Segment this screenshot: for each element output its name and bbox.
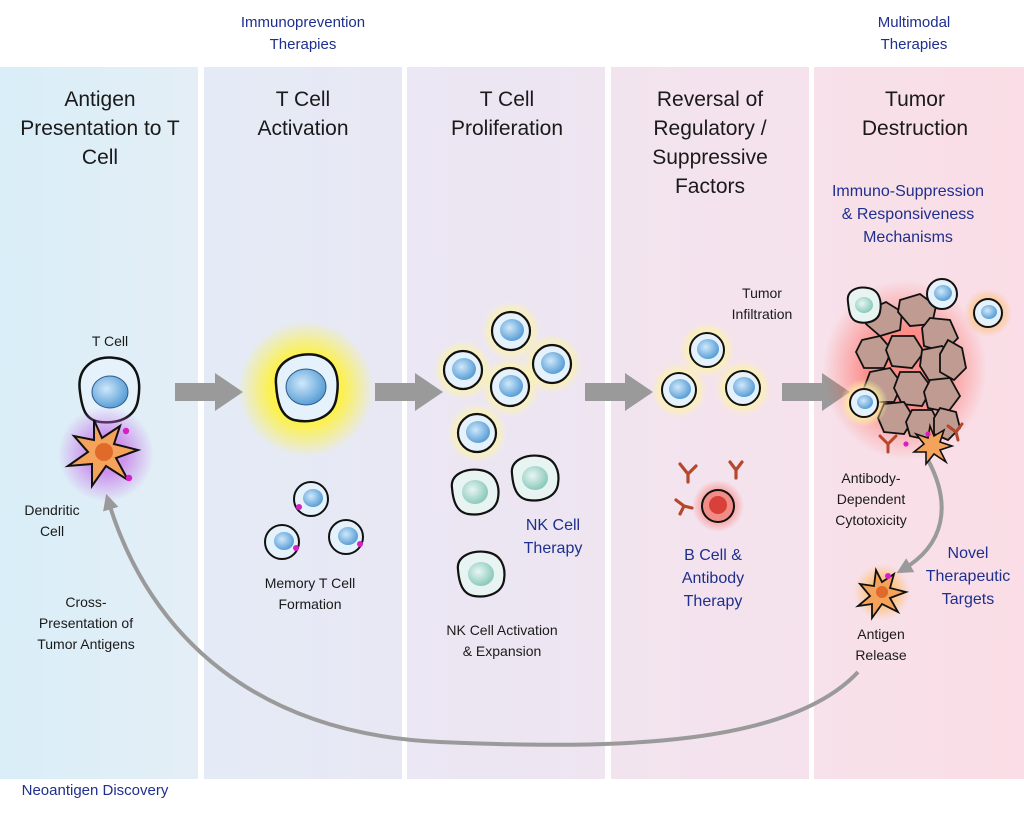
dendritic-cell-icon (58, 406, 154, 502)
label-memory-t-cell: Memory T Cell Formation (264, 575, 356, 612)
label-adcc: Antibody-Dependent Cytotoxicity (835, 470, 907, 528)
infiltrating-t-cells-icon (651, 322, 771, 418)
stage-title-tumor-destruction: Tumor Destruction (861, 88, 969, 140)
stage-arrow-1 (175, 373, 243, 411)
stage-arrow-3 (585, 373, 653, 411)
label-antigen-release: Antigen Release (855, 626, 907, 663)
label-b-cell-therapy: B Cell & Antibody Therapy (681, 547, 745, 610)
label-t-cell: T Cell (91, 333, 129, 349)
cross-presentation-curve (103, 493, 860, 747)
panel-reversal-suppressive (611, 67, 809, 779)
stage-title-t-cell-activation: T Cell Activation (257, 88, 349, 140)
label-dendritic-cell: Dendritic Cell (24, 502, 80, 539)
stage-title-reversal: Reversal of Regulatory / Suppressive Fac… (652, 88, 768, 198)
adcc-curve (896, 459, 944, 574)
activated-t-cell-icon (238, 321, 374, 457)
proliferating-t-cells-icon (433, 301, 582, 463)
stage-title-antigen-presentation: Antigen Presentation to T Cell (20, 88, 180, 169)
label-immunosuppression: Immuno-Suppression & Responsiveness Mech… (831, 183, 985, 246)
stage-title-t-cell-proliferation: T Cell Proliferation (450, 88, 564, 140)
label-nk-activation: NK Cell Activation & Expansion (446, 622, 558, 659)
top-label-multimodal: Multimodal Therapies (877, 14, 951, 53)
memory-t-cell-icon (264, 481, 364, 560)
stage-arrow-2 (375, 373, 443, 411)
bottom-label-neoantigen: Neoantigen Discovery (21, 782, 169, 799)
antibody-icon (674, 460, 744, 516)
label-tumor-infiltration: Tumor Infiltration (731, 285, 793, 322)
top-label-immunoprevention: Immunoprevention Therapies (240, 14, 366, 53)
nk-cells-icon (450, 454, 560, 598)
antigen-release-cell-icon (854, 564, 910, 621)
b-cell-icon (692, 480, 744, 532)
label-cross-presentation: Cross-Presentation of Tumor Antigens (37, 594, 135, 652)
panel-t-cell-proliferation (407, 67, 605, 779)
tumor-mass-icon (823, 278, 1012, 467)
label-nk-cell-therapy: NK Cell Therapy (523, 517, 583, 557)
label-novel-targets: Novel Therapeutic Targets (925, 545, 1011, 608)
